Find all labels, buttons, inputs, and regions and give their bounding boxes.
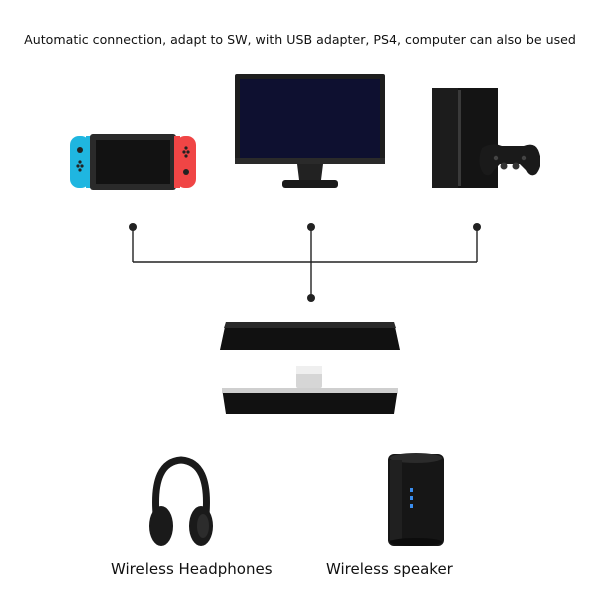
wireless-speaker <box>386 450 446 550</box>
bluetooth-adapter <box>220 320 400 415</box>
wireless-headphones <box>146 452 216 552</box>
ps4-console <box>430 88 540 192</box>
speaker-icon <box>388 453 444 546</box>
monitor-icon <box>235 74 385 188</box>
caption-wireless-speaker: Wireless speaker <box>326 560 453 578</box>
game-console-icon <box>70 134 196 190</box>
computer-monitor <box>235 74 385 192</box>
caption-wireless-headphones: Wireless Headphones <box>111 560 273 578</box>
ps4-console-icon <box>432 88 540 188</box>
headphones-icon <box>149 456 213 546</box>
headline: Automatic connection, adapt to SW, with … <box>24 32 576 47</box>
switch-console <box>70 134 196 190</box>
bluetooth-adapter-icon <box>220 322 400 414</box>
